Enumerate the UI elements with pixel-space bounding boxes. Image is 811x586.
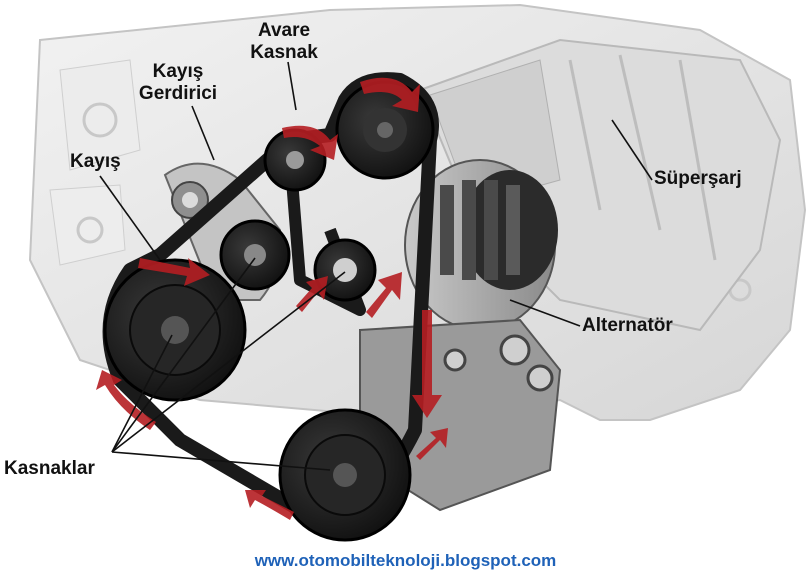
arrow-bottom: [245, 490, 294, 520]
arrow-compressor: [416, 428, 448, 460]
label-pulleys: Kasnaklar: [4, 458, 95, 479]
label-idler-pulley-line2: Kasnak: [250, 42, 318, 63]
arrow-up-mid: [366, 272, 402, 318]
footer-url: www.otomobilteknoloji.blogspot.com: [254, 551, 557, 570]
label-belt: Kayış: [70, 151, 121, 172]
leader-lines: [99, 61, 653, 471]
label-belt-tensioner-line1: Kayış: [152, 61, 204, 82]
label-belt-tensioner-line2: Gerdirici: [138, 83, 218, 104]
arrow-supercharger: [360, 77, 420, 112]
arrow-left-lower: [96, 370, 156, 430]
label-idler-pulley: Avare Kasnak: [236, 20, 332, 64]
leader-pulleys-4: [111, 451, 331, 471]
leader-idler: [287, 61, 297, 111]
alternator-body: [404, 159, 558, 331]
compressor-pulley: [278, 408, 412, 542]
label-idler-pulley-line1: Avare: [257, 20, 311, 41]
idler-pulley-upper: [263, 128, 327, 192]
arrow-down-right: [412, 310, 442, 418]
leader-supercharger: [611, 119, 653, 181]
tensioner-pulley: [219, 219, 291, 291]
arrow-idler-top: [282, 125, 338, 160]
leader-pulleys-1: [111, 334, 173, 453]
leader-belt: [99, 175, 161, 261]
direction-arrows: [96, 77, 448, 520]
label-supercharger: Süperşarj: [654, 168, 742, 189]
leader-tensioner: [191, 105, 215, 161]
arrow-crank-top: [138, 258, 210, 286]
leader-pulleys-2: [111, 257, 256, 453]
idler-pulley-lower: [313, 238, 377, 302]
leader-alternator: [509, 299, 581, 327]
label-belt-tensioner: Kayış Gerdirici: [124, 61, 232, 105]
leader-pulleys-3: [111, 271, 346, 453]
label-alternator: Alternatör: [582, 315, 673, 336]
crank-pulley: [103, 258, 247, 402]
